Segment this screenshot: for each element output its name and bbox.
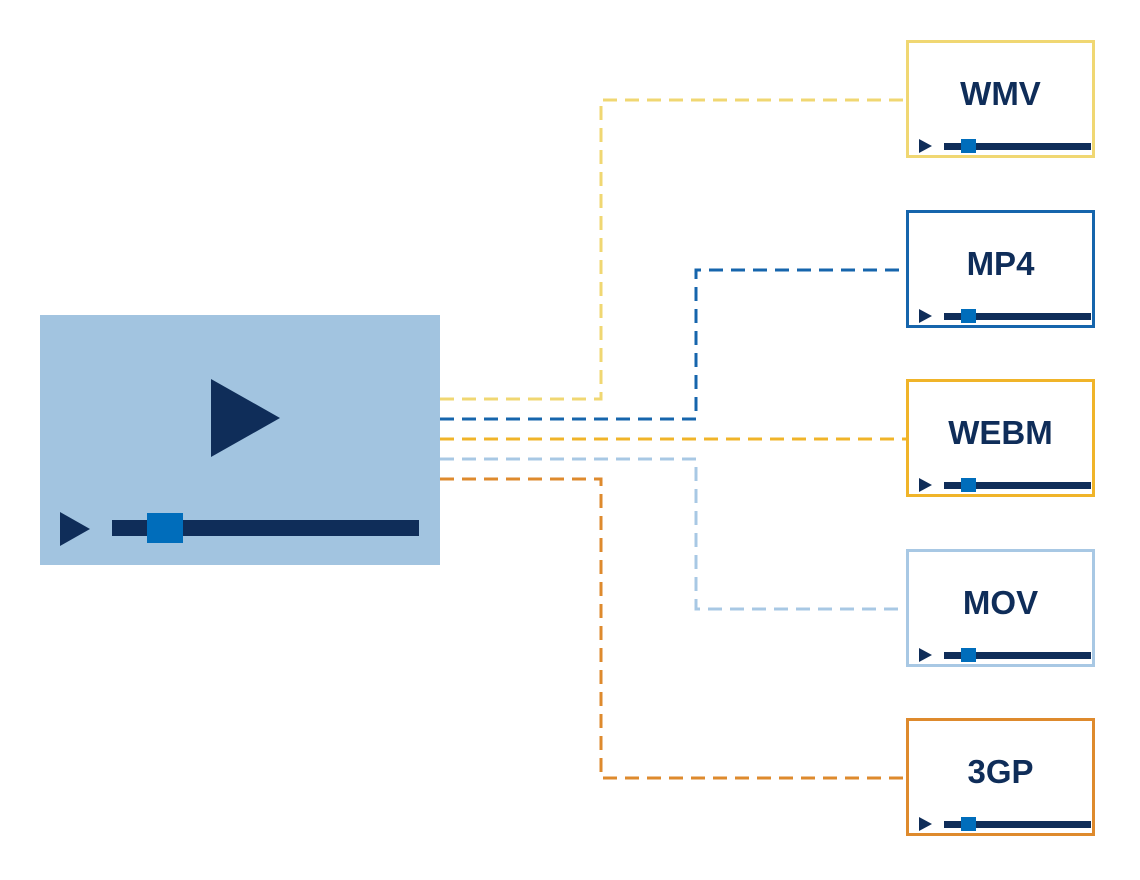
progress-knob [961,309,976,323]
progress-track [944,313,1091,320]
progress-track [944,143,1091,150]
connector-line-wmv [440,98,906,401]
format-label: WMV [960,75,1041,112]
progress-knob [961,648,976,662]
progress-knob [147,513,183,543]
format-box-mp4: MP4 [906,210,1095,328]
progress-track [944,652,1091,659]
mini-play-icon [919,648,932,662]
connector-line-mov [440,457,906,611]
progress-track [944,821,1091,828]
format-label: MP4 [966,245,1035,282]
progress-track [112,520,419,536]
source-video-player [40,315,440,565]
connector-line-3gp [440,477,906,780]
format-box-wmv: WMV [906,40,1095,158]
progress-track [944,482,1091,489]
mini-play-icon [919,478,932,492]
progress-knob [961,817,976,831]
mini-play-icon [919,817,932,831]
format-box-webm: WEBM [906,379,1095,497]
mini-play-icon [60,512,90,546]
mini-play-icon [919,139,932,153]
mini-play-icon [919,309,932,323]
format-box-3gp: 3GP [906,718,1095,836]
format-label: WEBM [948,414,1053,451]
format-box-mov: MOV [906,549,1095,667]
progress-knob [961,478,976,492]
connector-line-mp4 [440,268,906,421]
format-label: 3GP [967,753,1034,790]
progress-knob [961,139,976,153]
play-icon [211,379,280,457]
format-label: MOV [962,584,1039,621]
